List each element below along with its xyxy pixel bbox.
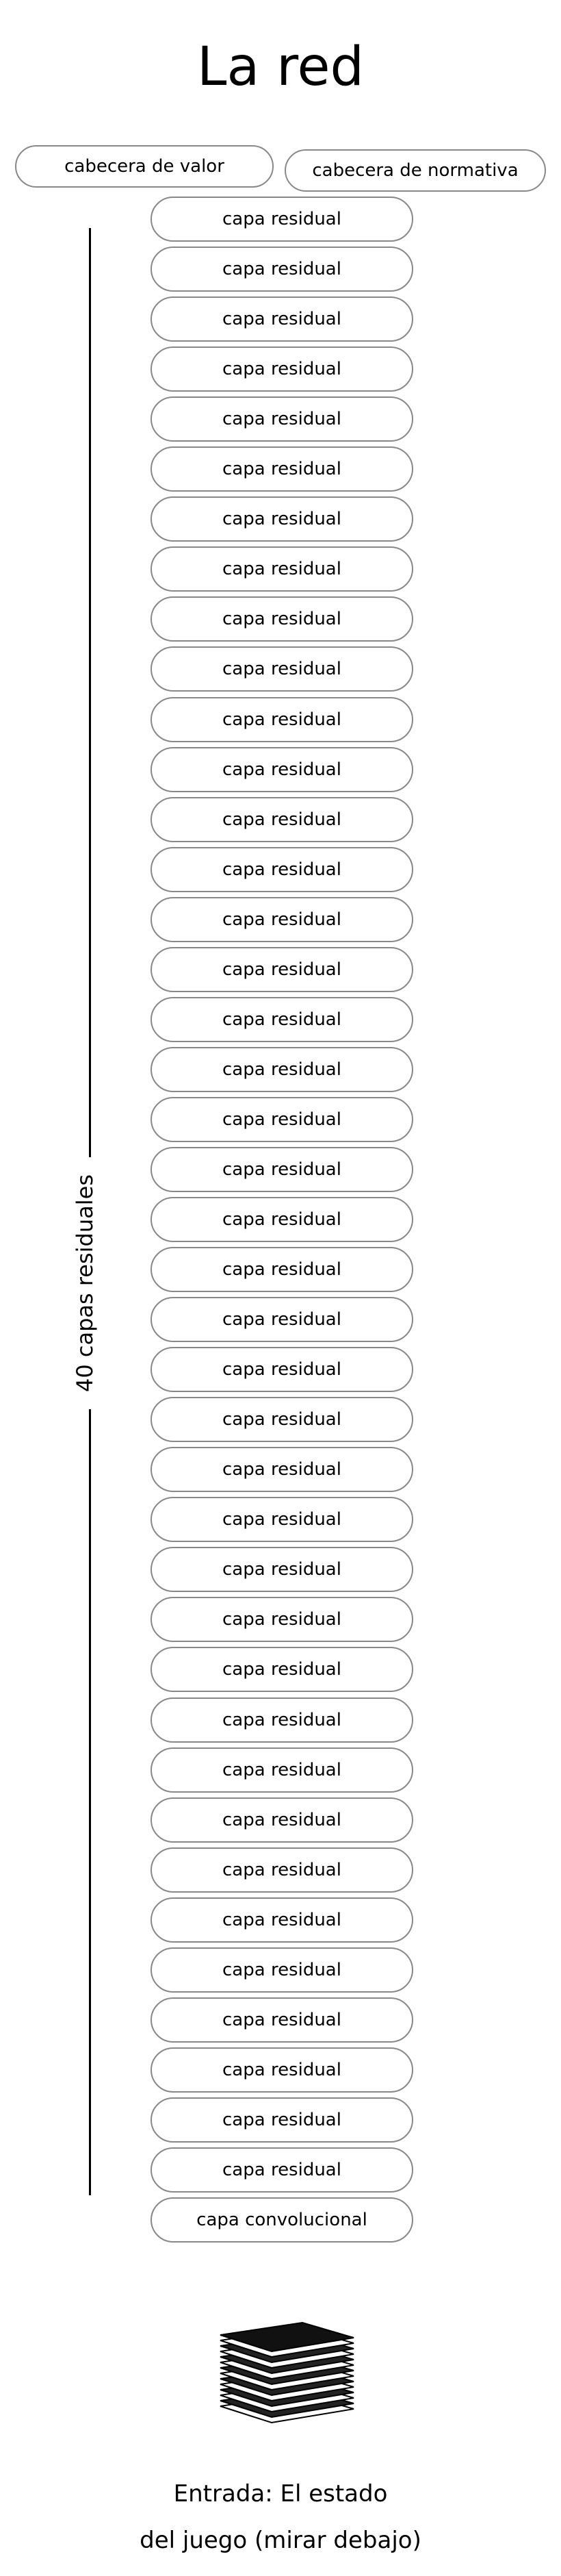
residual-layer: capa residual xyxy=(151,346,413,392)
residual-layer-label: capa residual xyxy=(222,1810,341,1830)
policy-head-label: cabecera de normativa xyxy=(312,160,519,181)
residual-layer-label: capa residual xyxy=(222,1710,341,1730)
residual-layer: capa residual xyxy=(151,847,413,892)
residual-layer-label: capa residual xyxy=(222,1259,341,1280)
residual-layer-label: capa residual xyxy=(222,2010,341,2030)
residual-layer-label: capa residual xyxy=(222,2160,341,2180)
residual-layer-label: capa residual xyxy=(222,209,341,229)
board-planes xyxy=(220,2321,354,2424)
residual-layer: capa residual xyxy=(151,247,413,292)
residual-layer-label: capa residual xyxy=(222,1960,341,1980)
residual-layer-label: capa residual xyxy=(222,1209,341,1230)
residual-layer: capa residual xyxy=(151,1047,413,1092)
residual-layer-label: capa residual xyxy=(222,909,341,930)
residual-layer-label: capa residual xyxy=(222,659,341,679)
residual-layer-label: capa residual xyxy=(222,1059,341,1080)
residual-layer: capa residual xyxy=(151,1847,413,1893)
residual-layer: capa residual xyxy=(151,496,413,542)
residual-layer: capa residual xyxy=(151,1947,413,1993)
residual-layer: capa residual xyxy=(151,1597,413,1642)
residual-layer: capa residual xyxy=(151,1497,413,1542)
residual-layer: capa residual xyxy=(151,1997,413,2043)
residual-layer-label: capa residual xyxy=(222,359,341,379)
residual-layer: capa residual xyxy=(151,596,413,642)
residual-layer: capa residual xyxy=(151,2047,413,2093)
residual-layer: capa residual xyxy=(151,997,413,1042)
residual-layer: capa residual xyxy=(151,747,413,792)
convolutional-layer: capa convolucional xyxy=(151,2197,413,2243)
residual-layer: capa residual xyxy=(151,546,413,592)
residual-layer: capa residual xyxy=(151,2097,413,2143)
residual-layer: capa residual xyxy=(151,396,413,442)
residual-layer: capa residual xyxy=(151,697,413,742)
value-head: cabecera de valor xyxy=(15,145,274,188)
residual-layer-label: capa residual xyxy=(222,2060,341,2080)
residual-layer: capa residual xyxy=(151,1547,413,1592)
residual-layer: capa residual xyxy=(151,947,413,992)
residual-layer-label: capa residual xyxy=(222,1659,341,1680)
residual-layer: capa residual xyxy=(151,646,413,692)
residual-layer: capa residual xyxy=(151,1647,413,1692)
residual-layer-label: capa residual xyxy=(222,1009,341,1030)
residual-layer-label: capa residual xyxy=(222,809,341,830)
residual-layer-label: capa residual xyxy=(222,1760,341,1780)
residual-layer-label: capa residual xyxy=(222,609,341,629)
input-caption-line1: Entrada: El estado xyxy=(173,2480,388,2508)
residual-layer-label: capa residual xyxy=(222,1910,341,1930)
residual-layer-label: capa residual xyxy=(222,709,341,730)
board-plane xyxy=(220,2321,354,2353)
residual-layer-label: capa residual xyxy=(222,859,341,880)
residual-layer-label: capa residual xyxy=(222,259,341,279)
residual-layer-label: capa residual xyxy=(222,309,341,329)
residual-layer-label: capa residual xyxy=(222,1309,341,1330)
residual-layer: capa residual xyxy=(151,1097,413,1142)
residual-layer-label: capa residual xyxy=(222,509,341,529)
residual-layer: capa residual xyxy=(151,197,413,242)
diagram-title: La red xyxy=(197,36,364,98)
policy-head: cabecera de normativa xyxy=(285,149,546,192)
bracket-line-top xyxy=(89,228,91,1157)
residual-layer: capa residual xyxy=(151,1897,413,1943)
residual-layer-label: capa residual xyxy=(222,1609,341,1630)
residual-layer: capa residual xyxy=(151,1697,413,1743)
residual-layer-label: capa residual xyxy=(222,559,341,579)
residual-layer-label: capa residual xyxy=(222,1509,341,1530)
residual-layer-label: capa residual xyxy=(222,2110,341,2130)
residual-layer: capa residual xyxy=(151,296,413,342)
residual-layer-label: capa residual xyxy=(222,1860,341,1880)
residual-layer-label: capa residual xyxy=(222,1109,341,1130)
residual-layer: capa residual xyxy=(151,1447,413,1492)
residual-layer: capa residual xyxy=(151,1797,413,1843)
residual-layer-label: capa residual xyxy=(222,1559,341,1580)
convolutional-layer-label: capa convolucional xyxy=(196,2210,367,2230)
residual-layer: capa residual xyxy=(151,897,413,942)
residual-layer-label: capa residual xyxy=(222,1359,341,1380)
residual-layer-label: capa residual xyxy=(222,959,341,980)
residual-layer-label: capa residual xyxy=(222,459,341,479)
residual-layer: capa residual xyxy=(151,1397,413,1442)
residual-layer: capa residual xyxy=(151,1197,413,1242)
residual-layer-label: capa residual xyxy=(222,1409,341,1430)
input-caption-line2: del juego (mirar debajo) xyxy=(140,2527,421,2554)
value-head-label: cabecera de valor xyxy=(64,156,224,177)
residual-layer: capa residual xyxy=(151,1247,413,1292)
stack-of-board-planes-icon xyxy=(220,2321,354,2424)
residual-count-label: 40 capas residuales xyxy=(72,1174,98,1393)
residual-layer: capa residual xyxy=(151,1147,413,1192)
residual-layer: capa residual xyxy=(151,1297,413,1342)
residual-layer: capa residual xyxy=(151,446,413,492)
residual-layer-label: capa residual xyxy=(222,1159,341,1180)
residual-layer: capa residual xyxy=(151,797,413,842)
residual-layer: capa residual xyxy=(151,1347,413,1392)
residual-layer-label: capa residual xyxy=(222,409,341,429)
residual-layer-label: capa residual xyxy=(222,1459,341,1480)
residual-layer: capa residual xyxy=(151,1747,413,1793)
residual-layer: capa residual xyxy=(151,2147,413,2193)
residual-layer-label: capa residual xyxy=(222,759,341,780)
bracket-line-bottom xyxy=(89,1409,91,2195)
